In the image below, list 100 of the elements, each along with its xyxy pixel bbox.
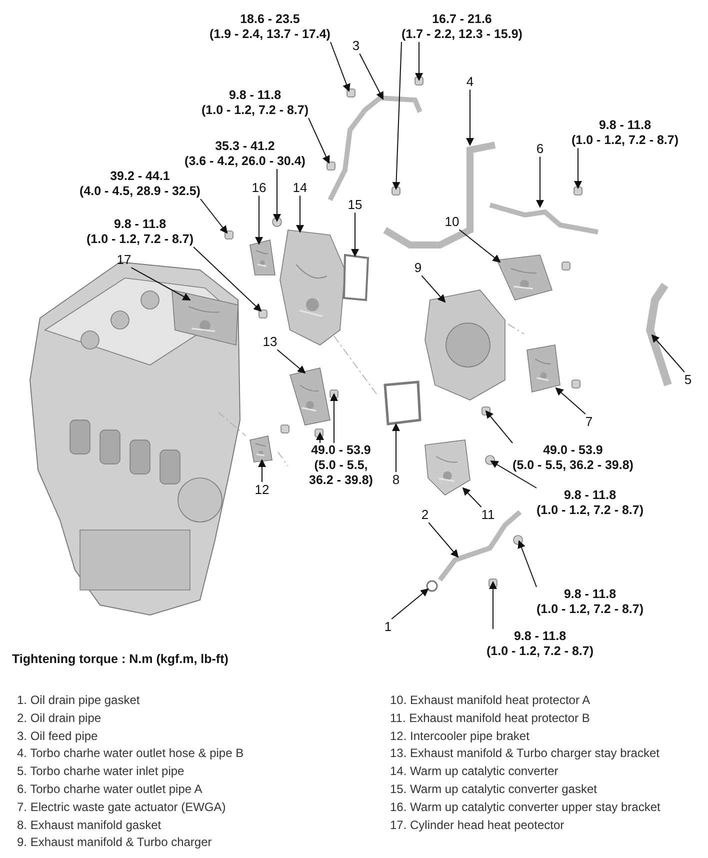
leader-line: [359, 53, 384, 100]
leader-line: [200, 198, 228, 234]
part-list-item: 5. Torbo charhe water inlet pipe: [17, 764, 184, 778]
torque-value: 9.8 - 11.8 (1.0 - 1.2, 7.2 - 8.7): [572, 118, 678, 148]
part-list-item: 14. Warm up catalytic converter: [390, 764, 558, 778]
part-list-item: 8. Exhaust manifold gasket: [17, 818, 162, 832]
actuator: [526, 344, 560, 392]
leader-line: [462, 487, 482, 508]
catalytic-converter: [280, 230, 346, 346]
callout-number: 15: [348, 197, 362, 213]
part-list-item: 15. Warm up catalytic converter gasket: [390, 782, 597, 796]
leader-line: [415, 42, 423, 81]
bolt: [392, 186, 400, 196]
leader-line: [255, 195, 263, 245]
gasket: [342, 254, 370, 302]
turbocharger: [424, 290, 506, 400]
torque-value: 9.8 - 11.8 (1.0 - 1.2, 7.2 - 8.7): [86, 217, 194, 247]
callout-number: 6: [536, 141, 544, 157]
leader-line: [330, 393, 338, 444]
water-hose: [383, 142, 496, 248]
part-list-item: 2. Oil drain pipe: [17, 710, 102, 725]
water-pipe: [489, 202, 598, 234]
torque-value: 39.2 - 44.1 (4.0 - 4.5, 28.9 - 32.5): [80, 169, 200, 199]
leader-line: [351, 212, 359, 257]
torque-value: 9.8 - 11.8 (1.0 - 1.2, 7.2 - 8.7): [486, 629, 594, 659]
oil-drain-pipe: [438, 510, 522, 582]
heat-protector: [496, 254, 553, 300]
stay-bracket: [290, 368, 330, 426]
callout-number: 5: [684, 372, 692, 388]
nut: [485, 455, 495, 465]
part-list-item: 9. Exhaust manifold & Turbo charger: [17, 835, 212, 850]
leader-line: [391, 588, 429, 620]
leader-line: [536, 156, 544, 208]
callout-number: 12: [254, 482, 270, 498]
gasket: [426, 580, 438, 592]
heat-protector: [172, 289, 238, 346]
callout-number: 11: [481, 507, 495, 523]
leader-line: [485, 410, 513, 444]
leader-line: [296, 195, 304, 233]
water-pipe: [646, 282, 672, 386]
part-list-item: 4. Torbo charhe water outlet hose & pipe B: [17, 746, 244, 760]
callout-number: 14: [292, 180, 308, 196]
leader-line: [421, 275, 446, 303]
callout-number: 7: [585, 414, 593, 430]
gasket: [384, 380, 422, 426]
part-list-item: 16. Warm up catalytic converter upper stay bracket: [390, 800, 660, 814]
leader-line: [489, 581, 497, 630]
part-list-item: 13. Exhaust manifold & Turbo charger stay bracket: [390, 746, 660, 760]
leader-line: [273, 168, 281, 222]
leader-line: [330, 42, 350, 92]
leader-line: [651, 334, 685, 372]
part-list-item: 10. Exhaust manifold heat protector A: [390, 693, 590, 707]
leader-line: [392, 423, 400, 472]
bolt: [346, 88, 356, 98]
callout-number: 1: [384, 619, 392, 635]
stay-bracket: [250, 240, 276, 276]
leader-line: [308, 118, 330, 164]
heat-protector: [424, 440, 470, 496]
part-list-item: 6. Torbo charhe water outlet pipe A: [17, 782, 202, 796]
leader-line: [518, 540, 537, 588]
leader-line: [258, 459, 266, 482]
callout-number: 8: [392, 472, 400, 488]
torque-value: 49.0 - 53.9 (5.0 - 5.5, 36.2 - 39.8): [512, 443, 634, 473]
callout-number: 16: [252, 180, 266, 196]
bolt: [258, 310, 268, 318]
oil-feed-pipe: [328, 95, 422, 202]
leader-line: [466, 89, 474, 146]
leader-line: [428, 522, 459, 558]
callout-number: 10: [444, 214, 460, 230]
leader-line: [555, 387, 586, 414]
torque-value: 9.8 - 11.8 (1.0 - 1.2, 7.2 - 8.7): [536, 587, 644, 617]
torque-value: 9.8 - 11.8 (1.0 - 1.2, 7.2 - 8.7): [202, 88, 308, 118]
torque-value: 49.0 - 53.9 (5.0 - 5.5, 36.2 - 39.8): [301, 443, 381, 488]
part-list-item: 7. Electric waste gate actuator (EWGA): [17, 800, 226, 814]
bolt: [574, 186, 582, 196]
callout-number: 4: [466, 74, 474, 90]
torque-value: 18.6 - 23.5 (1.9 - 2.4, 13.7 - 17.4): [210, 12, 330, 42]
leader-line: [276, 349, 306, 374]
part-list-item: 11. Exhaust manifold heat protector B: [390, 710, 590, 725]
callout-number: 9: [414, 260, 422, 276]
torque-value: 9.8 - 11.8 (1.0 - 1.2, 7.2 - 8.7): [536, 488, 644, 518]
leader-line: [130, 267, 191, 300]
pipe-bracket: [250, 436, 272, 462]
leader-line: [490, 460, 537, 488]
leader-line: [193, 246, 262, 312]
leader-line: [458, 229, 501, 263]
leader-line: [316, 432, 324, 444]
part-list-item: 3. Oil feed pipe: [17, 728, 98, 743]
torque-value: 16.7 - 21.6 (1.7 - 2.2, 12.3 - 15.9): [402, 12, 522, 42]
torque-value: 35.3 - 41.2 (3.6 - 4.2, 26.0 - 30.4): [184, 139, 306, 169]
callout-number: 13: [262, 334, 278, 350]
part-list-item: 12. Intercooler pipe braket: [390, 728, 530, 743]
leader-line: [392, 42, 402, 190]
callout-number: 3: [352, 38, 360, 54]
bolt: [224, 230, 234, 240]
leader-line: [574, 148, 582, 189]
part-list-item: 1. Oil drain pipe gasket: [17, 693, 140, 707]
part-list-item: 17. Cylinder head heat peotector: [390, 818, 564, 832]
callout-number: 2: [421, 507, 429, 523]
torque-unit-note: Tightening torque : N.m (kgf.m, lb-ft): [12, 652, 228, 666]
